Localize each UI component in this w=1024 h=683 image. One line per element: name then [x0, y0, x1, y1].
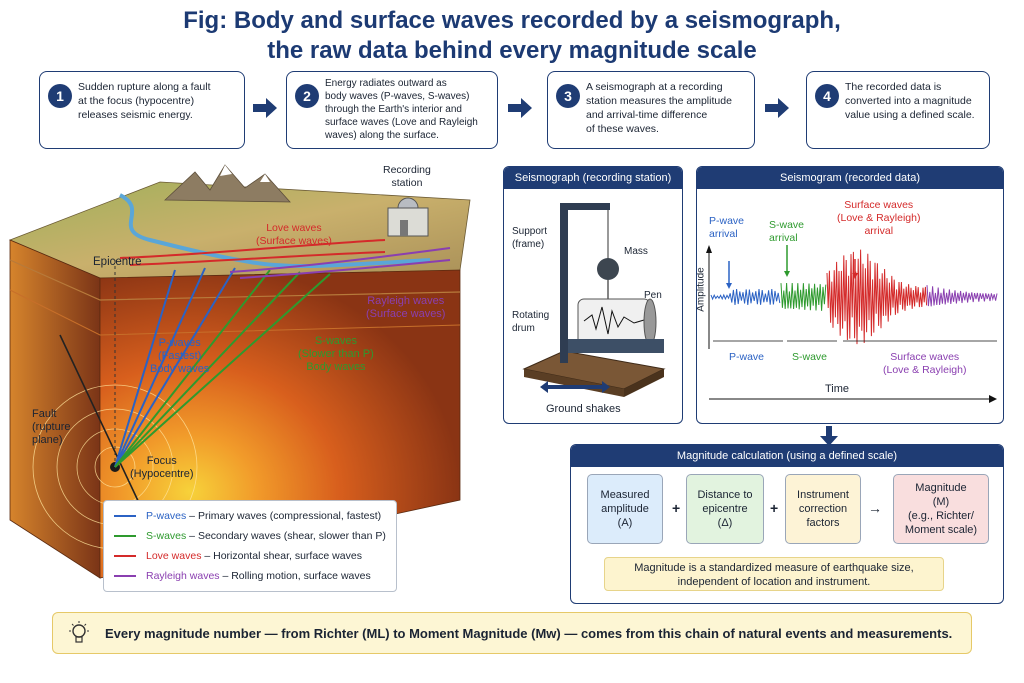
step-2: 2 Energy radiates outward as body waves … — [286, 71, 498, 149]
seismograph-panel: Seismograph (recording station) Support … — [503, 166, 683, 424]
fault-label: Fault (rupture plane) — [32, 408, 71, 446]
s-waves-label: S-waves (Slower than P) Body waves — [298, 335, 374, 373]
step-arrow-icon — [253, 98, 277, 118]
measured-amplitude-box: Measured amplitude (A) — [587, 474, 663, 544]
legend-item: P-waves – Primary waves (compressional, … — [114, 509, 381, 523]
seismograph-header: Seismograph (recording station) — [504, 167, 682, 189]
step-3: 3 A seismograph at a recording station m… — [547, 71, 755, 149]
instrument-correction-box: Instrument correction factors — [785, 474, 861, 544]
seismogram-header: Seismogram (recorded data) — [697, 167, 1003, 189]
page-title: Fig: Body and surface waves recorded by … — [183, 7, 841, 64]
legend-desc: – Primary waves (compressional, fastest) — [186, 510, 382, 522]
surface-wave-segment-label: Surface waves (Love & Rayleigh) — [883, 351, 967, 376]
footer-callout: Every magnitude number — from Richter (M… — [52, 612, 972, 654]
legend-desc: – Rolling motion, surface waves — [219, 570, 371, 582]
p-wave-arrival-label: P-wave arrival — [709, 215, 745, 240]
step-text: Energy radiates outward as body waves (P… — [325, 78, 478, 141]
step-text: Sudden rupture along a fault at the focu… — [78, 81, 211, 121]
magnitude-note: Magnitude is a standardized measure of e… — [604, 557, 944, 591]
seismograph-illustration — [522, 203, 666, 397]
step-number: 3 — [556, 84, 580, 108]
mass-label: Mass — [624, 246, 648, 257]
calc-header: Magnitude calculation (using a defined s… — [571, 445, 1003, 467]
legend-name: Rayleigh waves — [146, 570, 220, 582]
s-wave-arrival-label: S-wave arrival — [769, 219, 805, 244]
step-4: 4 The recorded data is converted into a … — [806, 71, 990, 149]
step-number: 4 — [815, 84, 839, 108]
magnitude-box: Magnitude (M) (e.g., Richter/ Moment sca… — [893, 474, 989, 544]
legend-name: Love waves — [146, 550, 202, 562]
step-number: 2 — [295, 84, 319, 108]
recording-station-label: Recording station — [383, 164, 431, 189]
legend-name: P-waves — [146, 510, 187, 522]
ground-shakes-label: Ground shakes — [546, 403, 621, 415]
result-arrow: → — [868, 500, 882, 516]
pen-label: Pen — [644, 290, 662, 301]
step-text: The recorded data is converted into a ma… — [845, 81, 975, 121]
step-arrow-icon — [508, 98, 532, 118]
seismogram-panel: Seismogram (recorded data) P-wave arriva… — [696, 166, 1004, 424]
plus-sign: + — [770, 500, 779, 516]
drum-label: Rotating drum — [512, 310, 550, 334]
amplitude-axis-label: Amplitude — [696, 267, 707, 312]
wave-legend: P-waves – Primary waves (compressional, … — [103, 500, 397, 592]
time-axis-label: Time — [825, 383, 850, 395]
love-waves-label: Love waves (Surface waves) — [256, 222, 332, 247]
footer-text: Every magnitude number — from Richter (M… — [105, 626, 953, 641]
p-wave-segment-label: P-wave — [729, 351, 765, 363]
step-arrow-icon — [765, 98, 789, 118]
legend-item: S-waves – Secondary waves (shear, slower… — [114, 529, 386, 543]
legend-desc: – Secondary waves (shear, slower than P) — [186, 530, 386, 542]
focus-label: Focus (Hypocentre) — [130, 455, 194, 480]
surface-arrival-label: Surface waves (Love & Rayleigh) arrival — [837, 199, 921, 237]
legend-desc: – Horizontal shear, surface waves — [201, 550, 362, 562]
support-label: Support (frame) — [512, 226, 548, 250]
rayleigh-waves-label: Rayleigh waves (Surface waves) — [366, 295, 446, 320]
step-text: A seismograph at a recording station mea… — [586, 81, 732, 135]
seismogram-trace — [706, 245, 998, 403]
legend-item: Love waves – Horizontal shear, surface w… — [114, 549, 362, 563]
epicentre-label: Epicentre — [93, 256, 142, 268]
s-wave-segment-label: S-wave — [792, 351, 828, 363]
distance-to-epicentre-box: Distance to epicentre (Δ) — [686, 474, 764, 544]
step-number: 1 — [48, 84, 72, 108]
plus-sign: + — [672, 500, 681, 516]
p-waves-label: P-waves (Fastest) Body waves — [150, 337, 210, 375]
ground-shake-arrow-icon — [540, 381, 610, 393]
step-1: 1 Sudden rupture along a fault at the fo… — [39, 71, 245, 149]
legend-item: Rayleigh waves – Rolling motion, surface… — [114, 569, 371, 583]
legend-name: S-waves — [146, 530, 187, 542]
lightbulb-icon — [69, 621, 89, 643]
down-arrow-icon — [820, 426, 838, 446]
